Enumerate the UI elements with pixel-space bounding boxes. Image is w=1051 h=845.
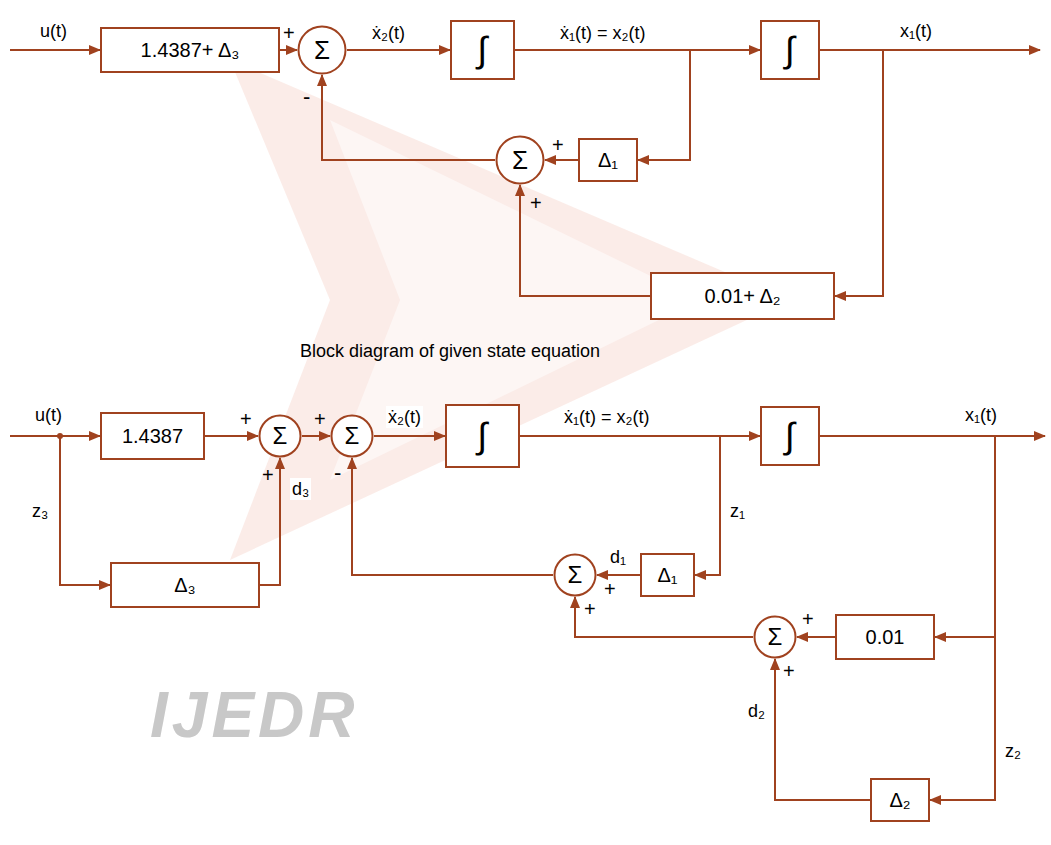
signal-name: x₁(t): [900, 20, 932, 42]
signal-line: [322, 75, 495, 160]
summing-junction: Σ: [553, 553, 597, 597]
signal-line: [374, 435, 445, 437]
node-text: 0.01: [866, 626, 905, 649]
signal-line: [820, 50, 883, 296]
node-text: Σ: [314, 35, 330, 66]
sign: +: [604, 578, 616, 600]
node-text: Δ₁: [598, 149, 618, 172]
sign: +: [262, 464, 274, 486]
caption: Block diagram of given state equation: [0, 340, 900, 362]
uncertainty-block: Δ₁: [578, 138, 638, 182]
sign: -: [303, 86, 310, 108]
sign: +: [314, 408, 326, 430]
node-text: Σ: [568, 561, 583, 589]
input-line: [10, 435, 100, 437]
node-text: Δ₂: [889, 789, 910, 812]
sign: +: [530, 192, 542, 214]
signal-name: d₃: [290, 478, 311, 500]
uncertainty-block: Δ₂: [870, 778, 930, 822]
sign: -: [334, 462, 341, 484]
signal-line: [205, 435, 258, 437]
junction-dot: [57, 433, 63, 439]
integrator-block: ∫: [760, 406, 820, 466]
node-text: 1.4387+ Δ₃: [141, 39, 240, 62]
uncertainty-block: Δ₁: [640, 553, 695, 597]
signal-line: [302, 435, 330, 437]
summing-junction: Σ: [330, 414, 374, 458]
signal-name: ẋ₂(t): [386, 406, 423, 428]
node-text: Δ₁: [657, 564, 677, 587]
signal-line: [597, 574, 640, 576]
node-text: Σ: [512, 145, 528, 176]
signal-line: [347, 49, 450, 51]
gain-box: 0.01: [835, 614, 935, 660]
integrator-block: ∫: [450, 20, 515, 80]
node-text: Δ₃: [174, 574, 196, 597]
sign: +: [584, 598, 596, 620]
node-text: ∫: [478, 29, 488, 71]
node-text: ∫: [785, 415, 795, 457]
node-text: Σ: [273, 422, 288, 450]
node-text: ∫: [478, 415, 488, 457]
signal-line: [820, 436, 995, 637]
gain-box: 1.4387+ Δ₃: [100, 27, 280, 73]
signal-line: [775, 659, 870, 800]
sign: +: [783, 660, 795, 682]
signal-name: x₁(t): [965, 404, 997, 426]
summing-junction: Σ: [297, 25, 347, 75]
signal-line: [352, 458, 553, 575]
signal-name: d₁: [608, 546, 628, 568]
node-text: 0.01+ Δ₂: [704, 285, 780, 308]
summing-junction: Σ: [495, 135, 545, 185]
signal-name: u(t): [35, 404, 62, 426]
sign: +: [802, 608, 814, 630]
signal-line: [575, 597, 753, 637]
node-text: 1.4387: [122, 425, 183, 448]
signal-name: ẋ₁(t) = x₂(t): [562, 406, 652, 428]
watermark: IJEDR: [150, 680, 359, 750]
gain-box: 1.4387: [100, 412, 205, 460]
signal-name: d₂: [746, 700, 767, 722]
node-text: Σ: [768, 623, 783, 651]
signal-name: z₃: [32, 500, 48, 522]
signal-line: [797, 636, 835, 638]
signal-line: [280, 49, 297, 51]
signal-name: ẋ₂(t): [370, 22, 407, 44]
sign: +: [240, 408, 252, 430]
signal-name: u(t): [40, 20, 67, 42]
sign: +: [283, 22, 295, 44]
signal-line: [520, 185, 650, 296]
gain-box: 0.01+ Δ₂: [650, 272, 835, 320]
node-text: ∫: [785, 29, 795, 71]
node-text: Σ: [345, 422, 360, 450]
signal-line: [545, 159, 578, 161]
input-line: [10, 49, 100, 51]
summing-junction: Σ: [258, 414, 302, 458]
signal-line: [820, 436, 995, 800]
sign: +: [552, 134, 564, 156]
signal-name: z₁: [728, 500, 747, 522]
uncertainty-block: Δ₃: [110, 562, 260, 608]
signal-name: z₂: [1003, 740, 1023, 762]
integrator-block: ∫: [445, 404, 520, 468]
summing-junction: Σ: [753, 615, 797, 659]
watermark-logo: [330, 120, 700, 480]
signal-line: [260, 458, 280, 585]
signal-name: ẋ₁(t) = x₂(t): [558, 22, 648, 44]
integrator-block: ∫: [760, 20, 820, 80]
